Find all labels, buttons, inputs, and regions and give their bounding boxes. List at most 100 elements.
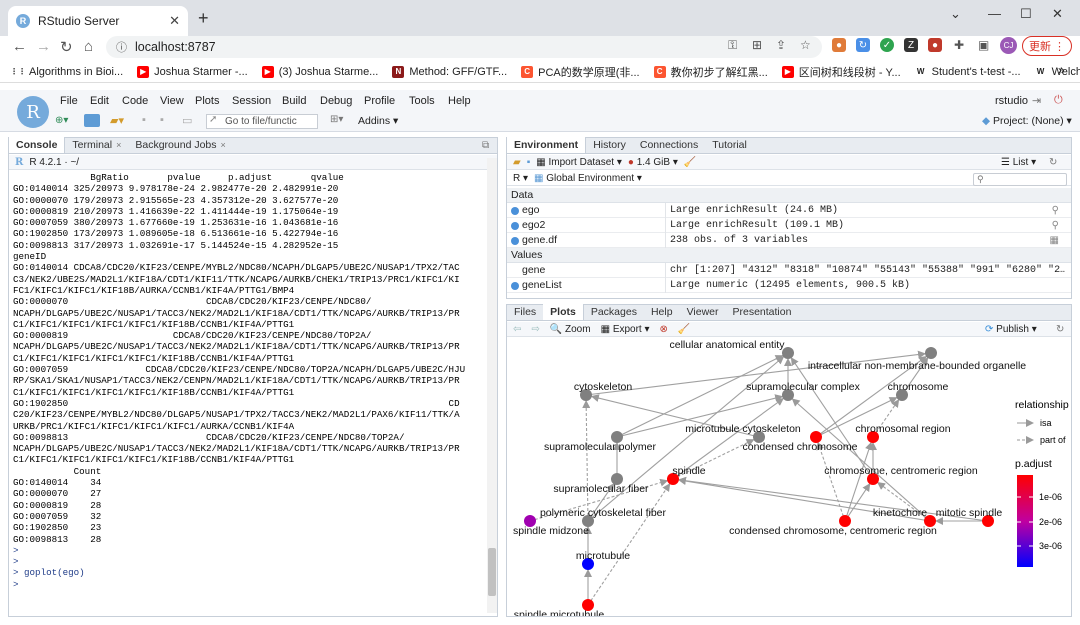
key-icon[interactable]: ⚿ xyxy=(728,38,738,52)
next-plot-icon[interactable]: ⇨ xyxy=(531,323,540,335)
console-prompt[interactable]: > xyxy=(13,544,19,556)
import-dataset-button[interactable]: ▦ Import Dataset ▾ xyxy=(536,156,622,168)
share-icon[interactable]: ⇪ xyxy=(776,38,787,52)
save-all-icon[interactable]: ▪ xyxy=(160,114,164,126)
power-icon[interactable]: ⏻ xyxy=(1054,94,1063,106)
prev-plot-icon[interactable]: ⇦ xyxy=(513,323,522,335)
menu-help[interactable]: Help xyxy=(448,95,471,107)
menu-plots[interactable]: Plots xyxy=(195,95,220,107)
menu-build[interactable]: Build xyxy=(282,95,307,107)
clear-plots-broom-icon[interactable]: 🧹 xyxy=(677,323,691,335)
layout-grid-icon[interactable]: ⊞▾ xyxy=(330,114,344,125)
print-icon[interactable]: ▭ xyxy=(182,115,193,127)
menu-tools[interactable]: Tools xyxy=(409,95,435,107)
search-icon[interactable]: ⚲ xyxy=(1051,205,1059,216)
extension-check-icon[interactable]: ✓ xyxy=(880,38,894,52)
puzzle-icon[interactable]: ✚ xyxy=(954,38,965,52)
scope-select[interactable]: ▦ Global Environment ▾ xyxy=(534,172,642,184)
expand-icon[interactable] xyxy=(511,281,519,290)
expand-icon[interactable] xyxy=(511,236,519,245)
save-workspace-icon[interactable]: ▪ xyxy=(526,156,531,168)
tab-history[interactable]: History xyxy=(586,137,633,153)
extension-fox-icon[interactable]: ● xyxy=(832,38,846,52)
tab-help[interactable]: Help xyxy=(644,304,680,320)
export-button[interactable]: ▦ Export ▾ xyxy=(600,323,650,335)
url-input[interactable]: ⓘ localhost:8787 xyxy=(106,36,822,58)
back-icon[interactable]: ← xyxy=(12,38,27,55)
goto-file-input[interactable]: Go to file/functic xyxy=(206,114,318,129)
avatar[interactable]: CJ xyxy=(1000,37,1017,54)
console-prompt[interactable]: > xyxy=(13,578,19,590)
menu-profile[interactable]: Profile xyxy=(364,95,396,107)
save-icon[interactable]: ▪ xyxy=(142,114,146,126)
tab-console[interactable]: Console xyxy=(9,137,66,153)
pane-restore-icon[interactable]: ⧉ xyxy=(482,140,490,151)
broom-icon[interactable]: 🧹 xyxy=(683,156,697,168)
expand-icon[interactable] xyxy=(511,221,519,230)
console-scrollbar[interactable] xyxy=(487,158,497,613)
tab-files[interactable]: Files xyxy=(507,304,543,320)
close-tab-icon[interactable]: ✕ xyxy=(169,13,180,28)
tab-connections[interactable]: Connections xyxy=(633,137,705,153)
extension-badge-icon[interactable]: ● xyxy=(928,38,942,52)
zoom-button[interactable]: 🔍 Zoom xyxy=(549,323,591,335)
close-tab-icon[interactable]: × xyxy=(220,139,226,150)
browser-tab[interactable]: R RStudio Server ✕ xyxy=(8,6,188,36)
home-icon[interactable]: ⌂ xyxy=(84,38,94,55)
remove-plot-icon[interactable]: ⊗ xyxy=(659,323,668,335)
menu-view[interactable]: View xyxy=(160,95,184,107)
tab-background-jobs[interactable]: Background Jobs× xyxy=(128,137,232,153)
language-select[interactable]: R ▾ xyxy=(513,172,529,184)
new-project-icon[interactable] xyxy=(84,114,100,127)
menu-file[interactable]: File xyxy=(60,95,78,107)
bookmark-item[interactable]: ▶区间树和线段树 - Y... xyxy=(781,64,901,80)
translate-icon[interactable]: ⊞ xyxy=(752,38,763,52)
tab-environment[interactable]: Environment xyxy=(507,137,587,153)
refresh-plot-icon[interactable]: ↻ xyxy=(1056,324,1065,335)
view-table-icon[interactable]: ▦ xyxy=(1049,235,1059,246)
refresh-env-icon[interactable]: ↻ xyxy=(1049,157,1058,168)
open-folder-icon[interactable]: ▰▾ xyxy=(110,115,124,127)
bookmark-item[interactable]: WWelch's t-test - W... xyxy=(1035,66,1080,78)
expand-icon[interactable] xyxy=(511,206,519,215)
chevron-down-icon[interactable]: ⌄ xyxy=(950,6,961,21)
sidepanel-icon[interactable]: ▣ xyxy=(978,38,990,52)
bookmark-item[interactable]: ⋮⋮Algorithms in Bioi... xyxy=(10,66,123,78)
tab-terminal[interactable]: Terminal× xyxy=(65,137,128,153)
load-workspace-icon[interactable]: ▰ xyxy=(513,156,521,168)
tab-plots[interactable]: Plots xyxy=(543,304,584,320)
console-prompt[interactable]: > goplot(ego) xyxy=(13,567,85,579)
signout-icon[interactable]: ⇥ xyxy=(1032,95,1042,107)
bookmark-item[interactable]: ▶Joshua Starmer -... xyxy=(137,65,248,78)
menu-debug[interactable]: Debug xyxy=(320,95,353,107)
update-button[interactable]: 更新 ⋮ xyxy=(1022,36,1072,56)
tab-packages[interactable]: Packages xyxy=(584,304,644,320)
project-menu[interactable]: ◆ Project: (None) ▾ xyxy=(982,115,1072,127)
menu-session[interactable]: Session xyxy=(232,95,272,107)
forward-icon[interactable]: → xyxy=(36,38,51,55)
menu-edit[interactable]: Edit xyxy=(90,95,109,107)
minimize-icon[interactable]: — xyxy=(988,6,1001,21)
reload-icon[interactable]: ↻ xyxy=(60,39,73,56)
extension-sync-icon[interactable]: ↻ xyxy=(856,38,870,52)
tab-viewer[interactable]: Viewer xyxy=(680,304,726,320)
close-window-icon[interactable]: ✕ xyxy=(1052,6,1063,21)
tab-tutorial[interactable]: Tutorial xyxy=(705,137,754,153)
close-tab-icon[interactable]: × xyxy=(116,139,122,150)
addins-menu[interactable]: Addins ▾ xyxy=(358,115,399,127)
list-view-menu[interactable]: ☰ List ▾ xyxy=(1001,157,1037,168)
menu-code[interactable]: Code xyxy=(122,95,149,107)
new-file-icon[interactable]: ⊕▾ xyxy=(55,115,69,126)
maximize-icon[interactable]: ☐ xyxy=(1020,6,1032,21)
env-search-input[interactable]: ⚲ xyxy=(973,173,1067,186)
